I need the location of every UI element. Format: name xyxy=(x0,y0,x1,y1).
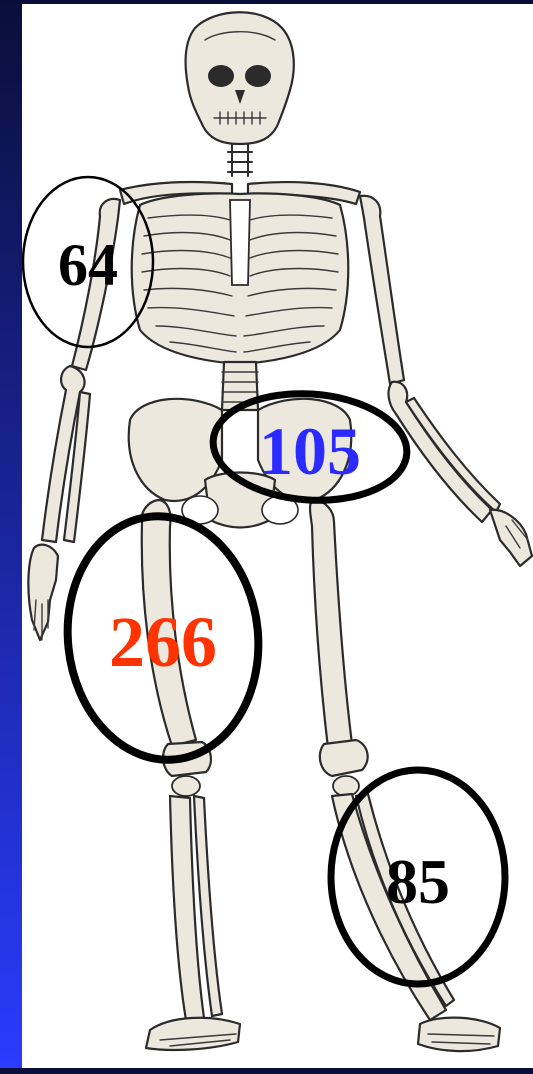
arm-right-side xyxy=(360,196,532,566)
tibia-value: 85 xyxy=(386,846,450,917)
slide-left-bar xyxy=(0,0,22,1074)
femur-value: 266 xyxy=(109,602,217,682)
ribcage xyxy=(132,193,349,364)
leg-left-side xyxy=(142,500,240,1050)
skull xyxy=(186,12,294,144)
shoulder-value: 64 xyxy=(58,232,118,298)
slide-bottom-bar xyxy=(0,1068,533,1074)
skeleton-illustration xyxy=(28,12,532,1051)
leg-right-side xyxy=(310,500,500,1051)
slide-top-bar xyxy=(0,0,533,4)
hip-value: 105 xyxy=(259,413,361,489)
